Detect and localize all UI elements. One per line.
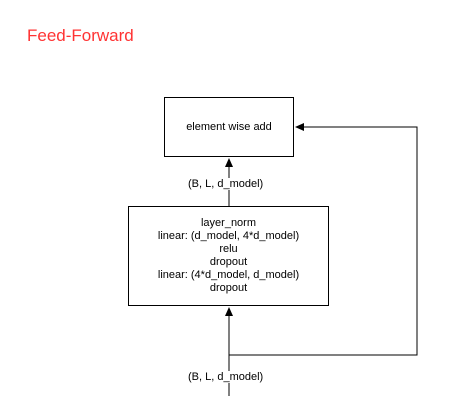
arrowhead-residual xyxy=(295,123,304,131)
block-line-dropout-1: dropout xyxy=(209,256,248,268)
block-line-linear-down: linear: (4*d_model, d_model) xyxy=(157,269,300,281)
arrowhead-into-block xyxy=(225,307,233,316)
edge-label-input: (B, L, d_model) xyxy=(186,371,266,383)
block-line-relu: relu xyxy=(219,243,238,255)
diagram-title: Feed-Forward xyxy=(27,26,134,45)
block-line-dropout-2: dropout xyxy=(209,282,248,294)
edge-label-mid: (B, L, d_model) xyxy=(186,178,266,190)
residual-edge xyxy=(229,126,418,356)
block-line-layer-norm: layer_norm xyxy=(200,217,257,229)
element-wise-add-box: element wise add xyxy=(164,97,294,157)
block-line-linear-up: linear: (d_model, 4*d_model) xyxy=(157,230,300,242)
feed-forward-block: layer_norm linear: (d_model, 4*d_model) … xyxy=(128,206,329,306)
arrowhead-into-add xyxy=(225,158,233,167)
element-wise-add-label: element wise add xyxy=(186,121,272,133)
